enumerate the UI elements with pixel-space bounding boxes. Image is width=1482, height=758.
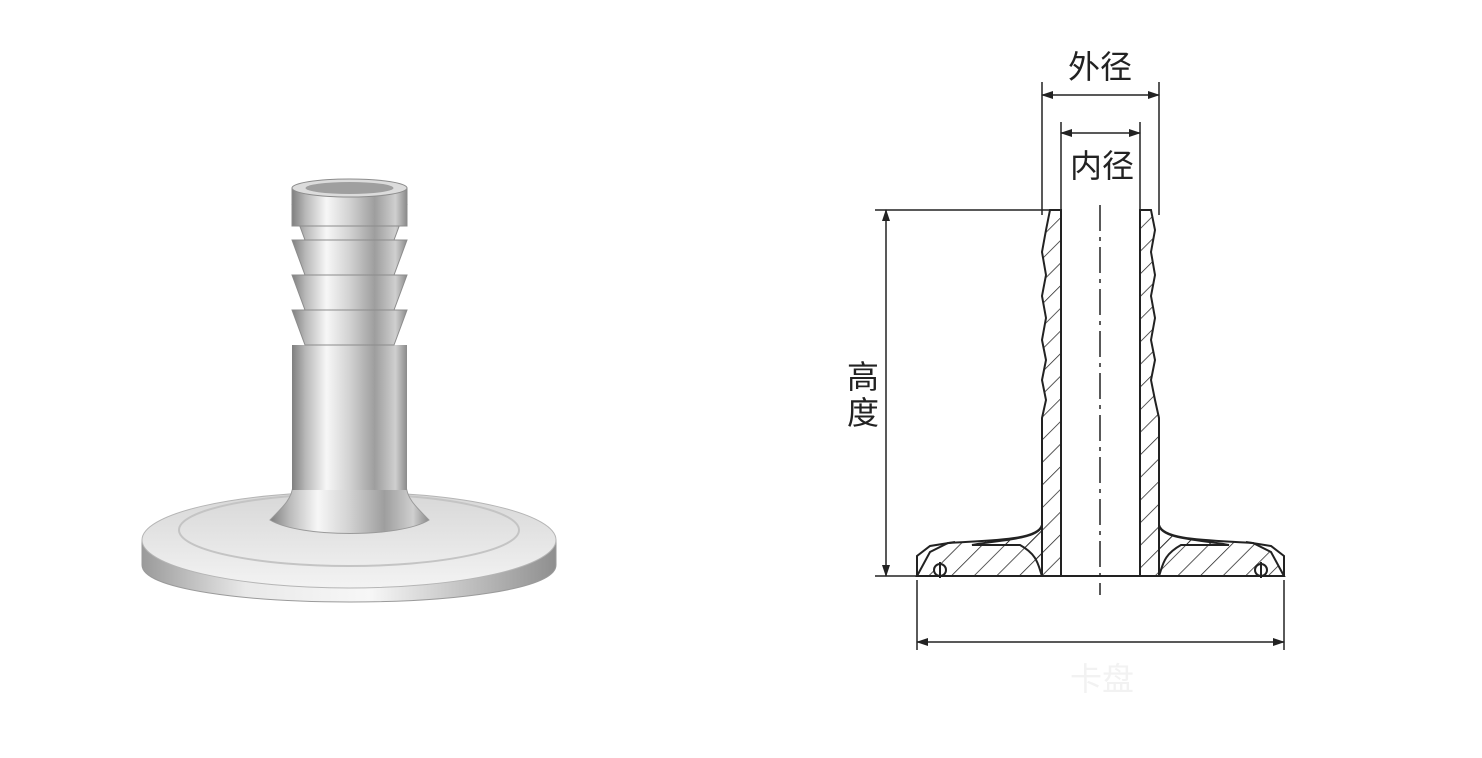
- height-dimension: [875, 209, 1050, 577]
- flange-body: [141, 484, 557, 603]
- outer-diameter-dimension: [1041, 82, 1160, 215]
- height-label-line2: 度: [847, 394, 879, 432]
- cross-section-drawing: 外径 内径 高 度 卡盘: [847, 48, 1286, 698]
- product-photo: [141, 178, 557, 603]
- height-label-line1: 高: [847, 358, 879, 396]
- inner-diameter-label: 内径: [1070, 147, 1134, 185]
- hose-barb-stem: [291, 178, 408, 490]
- section-walls: [915, 209, 1286, 577]
- flange-label: 卡盘: [1070, 660, 1134, 698]
- flange-width-dimension: [916, 580, 1285, 650]
- inner-diameter-dimension: [1060, 122, 1141, 210]
- outer-diameter-label: 外径: [1068, 48, 1132, 86]
